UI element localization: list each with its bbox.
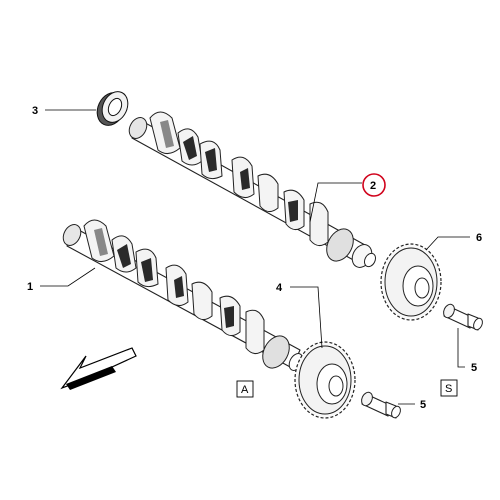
callout-2: 2 xyxy=(370,180,376,192)
callout-5-upper: 5 xyxy=(471,362,477,374)
part-bolt-lower xyxy=(361,391,401,419)
part-gear-lower xyxy=(294,341,356,419)
leader-lines xyxy=(40,109,470,405)
view-label-s-text: S xyxy=(445,383,452,395)
callout-3: 3 xyxy=(32,105,38,117)
part-bolt-upper xyxy=(443,303,483,331)
highlight-circle xyxy=(362,173,386,197)
direction-arrow xyxy=(60,347,137,390)
part-seal-ring xyxy=(96,91,129,126)
callout-6: 6 xyxy=(476,232,482,244)
callout-5-lower: 5 xyxy=(420,399,426,411)
part-camshaft-lower xyxy=(62,219,304,371)
part-camshaft-upper xyxy=(128,111,377,268)
view-label-a: A xyxy=(236,380,254,398)
callout-2-highlight: 2 xyxy=(362,173,386,197)
cam-lobes-lower xyxy=(83,219,265,354)
part-gear-upper xyxy=(380,243,442,321)
view-label-a-text: A xyxy=(241,384,249,396)
callout-4: 4 xyxy=(276,282,283,294)
view-label-s: S xyxy=(440,379,458,397)
cam-lobes-upper xyxy=(149,111,329,246)
callout-1: 1 xyxy=(27,281,33,293)
